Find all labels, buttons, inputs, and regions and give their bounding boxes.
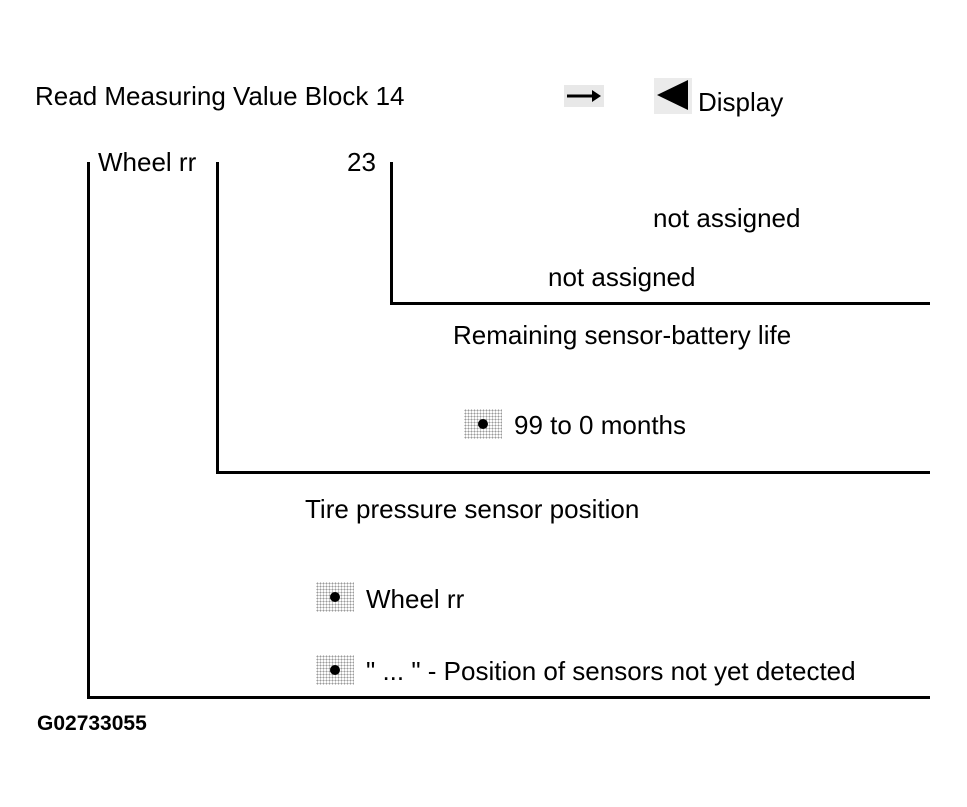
bullet-icon [316, 655, 354, 685]
block-title: Read Measuring Value Block 14 [35, 81, 405, 111]
bullet-icon [464, 409, 502, 439]
field1-bracket-line [87, 162, 90, 699]
right-arrow-icon [564, 85, 604, 107]
field2-bracket-base [216, 471, 930, 474]
triangle-left-icon [654, 78, 692, 114]
field3-bracket-line [390, 162, 393, 305]
field2-range: 99 to 0 months [514, 410, 686, 440]
field2-value: 23 [347, 147, 376, 177]
field1-bracket-base [87, 696, 930, 699]
field1-option-1: Wheel rr [366, 584, 465, 614]
bullet-icon [316, 582, 354, 612]
field2-bracket-line [216, 162, 219, 474]
figure-code: G02733055 [37, 712, 147, 735]
field1-title: Tire pressure sensor position [305, 494, 640, 524]
field4-description: not assigned [653, 203, 801, 233]
field3-description: not assigned [548, 262, 696, 292]
field2-title: Remaining sensor-battery life [453, 320, 792, 350]
display-label: Display [698, 87, 784, 117]
field1-option-2: " ... " - Position of sensors not yet de… [366, 656, 856, 686]
field3-bracket-base [390, 302, 930, 305]
field1-value: Wheel rr [98, 147, 197, 177]
